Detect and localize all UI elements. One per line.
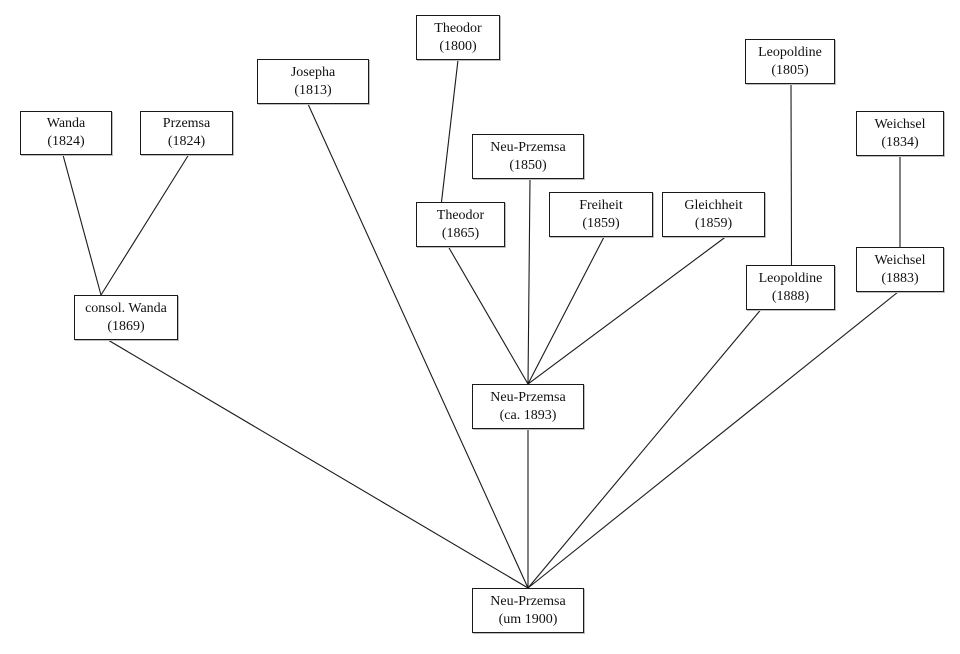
connector-weichsel-1883-to-neu-przemsa-1900 bbox=[527, 291, 899, 589]
node-date: (1869) bbox=[107, 318, 145, 334]
connector-gleichheit-1859-to-neu-przemsa-1893 bbox=[527, 236, 726, 385]
node-theodor-1800: Theodor (1800) bbox=[416, 15, 500, 60]
connector-freiheit-1859-to-neu-przemsa-1893 bbox=[527, 236, 605, 385]
node-date: (1850) bbox=[509, 157, 547, 173]
node-leopoldine-1888: Leopoldine (1888) bbox=[746, 265, 835, 310]
node-name: Weichsel bbox=[874, 252, 926, 268]
node-leopoldine-1805: Leopoldine (1805) bbox=[745, 39, 835, 84]
node-name: Weichsel bbox=[874, 116, 926, 132]
node-date: (1800) bbox=[439, 38, 477, 54]
node-date: (um 1900) bbox=[498, 611, 558, 627]
node-freiheit-1859: Freiheit (1859) bbox=[549, 192, 653, 237]
node-weichsel-1883: Weichsel (1883) bbox=[856, 247, 944, 292]
node-name: Gleichheit bbox=[684, 197, 743, 213]
node-date: (1859) bbox=[694, 215, 733, 231]
node-name: Leopoldine bbox=[758, 44, 822, 60]
node-date: (1859) bbox=[582, 215, 620, 231]
node-date: (1805) bbox=[771, 62, 809, 78]
node-date: (1813) bbox=[294, 82, 332, 98]
connector-wanda-1824-to-consol-wanda-1869 bbox=[62, 154, 102, 296]
node-name: Theodor bbox=[434, 20, 482, 36]
node-josepha-1813: Josepha (1813) bbox=[257, 59, 369, 104]
node-neu-przemsa-1850: Neu-Przemsa (1850) bbox=[472, 134, 584, 179]
node-name: Przemsa bbox=[162, 116, 211, 131]
node-name: Neu-Przemsa bbox=[490, 389, 566, 405]
connector-przemsa-1824-to-consol-wanda-1869 bbox=[100, 154, 189, 296]
node-date: (ca. 1893) bbox=[499, 407, 557, 423]
node-name: Neu-Przemsa bbox=[490, 139, 566, 155]
connector-leopoldine-1805-to-leopoldine-1888 bbox=[790, 83, 793, 266]
node-date: (1834) bbox=[881, 134, 919, 150]
node-theodor-1865: Theodor (1865) bbox=[416, 202, 505, 247]
node-consol-wanda-1869: consol. Wanda (1869) bbox=[74, 295, 178, 340]
node-date: (1824) bbox=[167, 134, 206, 149]
node-neu-przemsa-1900: Neu-Przemsa (um 1900) bbox=[472, 588, 584, 633]
connector-leopoldine-1888-to-neu-przemsa-1900 bbox=[527, 309, 761, 589]
node-date: (1888) bbox=[771, 288, 810, 304]
node-neu-przemsa-1893: Neu-Przemsa (ca. 1893) bbox=[472, 384, 584, 429]
node-name: Leopoldine bbox=[758, 270, 823, 286]
connector-theodor-1800-to-theodor-1865 bbox=[440, 59, 459, 203]
connector-consol-wanda-1869-to-neu-przemsa-1900 bbox=[107, 339, 529, 589]
node-name: Josepha bbox=[290, 64, 336, 80]
node-gleichheit-1859: Gleichheit (1859) bbox=[662, 192, 765, 237]
node-weichsel-1834: Weichsel (1834) bbox=[856, 111, 944, 156]
node-name: consol. Wanda bbox=[85, 300, 167, 316]
node-wanda-1824: Wanda (1824) bbox=[20, 111, 112, 155]
node-name: Theodor bbox=[436, 207, 485, 223]
node-name: Neu-Przemsa bbox=[490, 593, 566, 609]
connector-theodor-1865-to-neu-przemsa-1893 bbox=[448, 246, 529, 385]
node-name: Wanda bbox=[46, 116, 86, 131]
node-przemsa-1824: Przemsa (1824) bbox=[140, 111, 233, 155]
node-date: (1883) bbox=[881, 270, 919, 286]
connector-neu-przemsa-1850-to-neu-przemsa-1893 bbox=[527, 178, 531, 385]
node-name: Freiheit bbox=[579, 197, 623, 213]
node-date: (1824) bbox=[47, 134, 85, 149]
node-date: (1865) bbox=[441, 225, 480, 241]
connector-josepha-1813-to-neu-przemsa-1900 bbox=[307, 103, 529, 589]
